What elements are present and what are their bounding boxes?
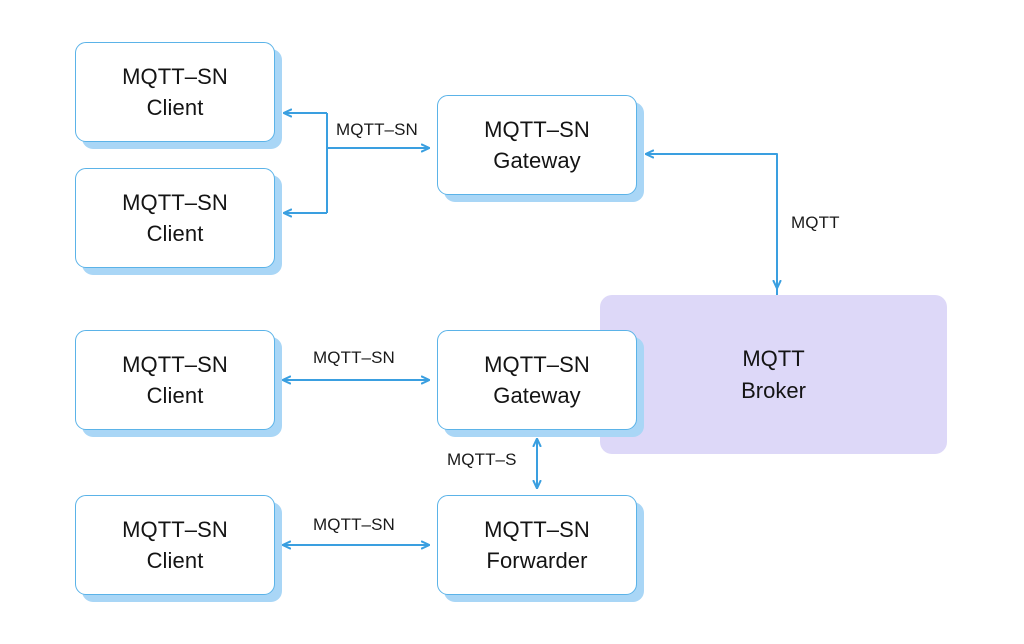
- node-label-line2: Gateway: [493, 383, 581, 408]
- node-label-line2: Gateway: [493, 148, 581, 173]
- node-label-line2: Broker: [741, 377, 806, 403]
- node-client-bottom[interactable]: MQTT–SN Client: [75, 495, 275, 595]
- node-label-line1: MQTT: [742, 346, 805, 372]
- connector-gateway-top-to-broker: [646, 154, 778, 295]
- node-gateway-top[interactable]: MQTT–SN Gateway: [437, 95, 637, 195]
- node-label-line1: MQTT–SN: [122, 189, 228, 215]
- node-gateway-mid[interactable]: MQTT–SN Gateway: [437, 330, 637, 430]
- node-client-top-1[interactable]: MQTT–SN Client: [75, 42, 275, 142]
- edge-label-bottom-mqttsn: MQTT–SN: [313, 515, 395, 534]
- node-forwarder[interactable]: MQTT–SN Forwarder: [437, 495, 637, 595]
- node-label-line2: Client: [146, 548, 204, 573]
- node-label-line1: MQTT–SN: [122, 63, 228, 89]
- edge-label-mqtt: MQTT: [791, 213, 840, 232]
- edge-label-mid-mqttsn: MQTT–SN: [313, 348, 395, 367]
- node-label-line1: MQTT–SN: [122, 351, 228, 377]
- node-label-line2: Client: [146, 221, 204, 246]
- edge-label-mqtt-s: MQTT–S: [447, 450, 517, 469]
- node-client-mid[interactable]: MQTT–SN Client: [75, 330, 275, 430]
- node-label-line1: MQTT–SN: [122, 516, 228, 542]
- node-label-line1: MQTT–SN: [484, 351, 590, 377]
- node-label-line1: MQTT–SN: [484, 516, 590, 542]
- edge-label-top-mqttsn: MQTT–SN: [336, 120, 418, 139]
- node-mqtt-broker[interactable]: MQTT Broker: [600, 295, 947, 454]
- node-label-line2: Client: [146, 383, 204, 408]
- node-label-line2: Client: [146, 95, 204, 120]
- node-client-top-2[interactable]: MQTT–SN Client: [75, 168, 275, 268]
- node-label-line2: Forwarder: [486, 548, 588, 573]
- node-label-line1: MQTT–SN: [484, 116, 590, 142]
